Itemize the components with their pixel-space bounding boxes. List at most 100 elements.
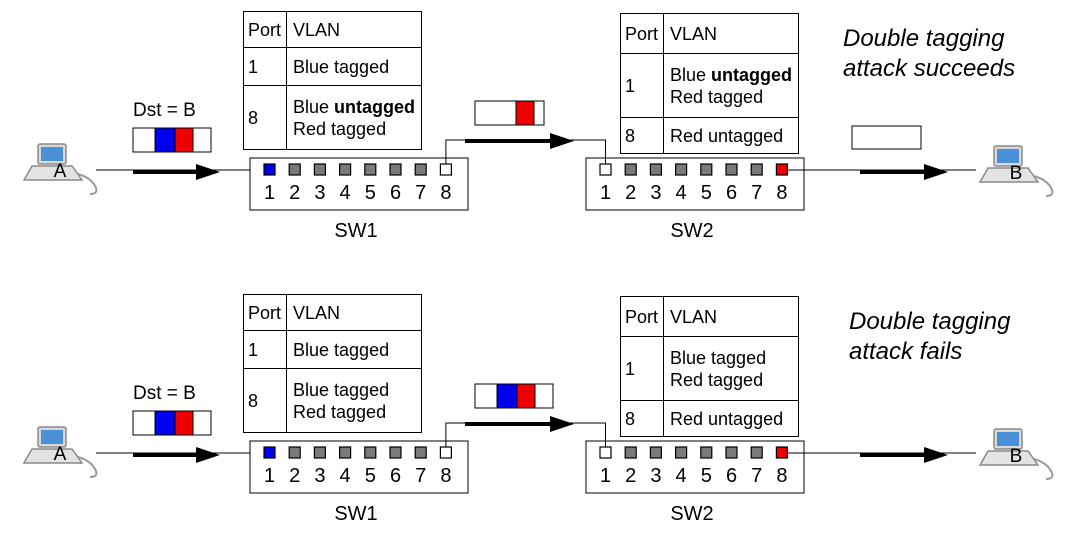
switch-port-7 (414, 446, 427, 459)
vlan-line-1: Blue untagged (670, 64, 792, 86)
switch-port-7 (750, 163, 763, 176)
host-label: B (1010, 163, 1023, 184)
port-number: 7 (751, 182, 762, 204)
switch-port-6 (389, 446, 402, 459)
laptop-cable (1033, 175, 1054, 197)
host-label: A (54, 161, 67, 182)
arrow-a-to-sw1-head (196, 164, 220, 180)
host-a-laptop: A (22, 143, 98, 195)
host-a-laptop: A (22, 426, 98, 478)
frame-cell-red (516, 383, 536, 409)
caption-line-1: Double tagging (843, 25, 1005, 52)
vlan-color: Blue (670, 347, 712, 368)
switch-chassis (585, 440, 805, 494)
laptop-screen (41, 147, 63, 161)
vlan-line-2: Red tagged (293, 118, 387, 139)
arrow-sw2-to-b-head (924, 447, 948, 463)
port-number: 7 (415, 465, 426, 487)
arrow-sw1-to-sw2-head (550, 416, 574, 432)
frame-trunk (474, 100, 545, 126)
frame-cell-white (534, 383, 554, 409)
vlan-mode: tagged (334, 56, 390, 77)
vlan-color: Blue (293, 56, 335, 77)
switch-port-3 (649, 446, 663, 459)
vlan-mode: untagged (334, 96, 416, 117)
row-vlan: Red untagged (662, 117, 800, 154)
switch-port-4 (674, 446, 688, 459)
switch-name: SW2 (670, 220, 713, 242)
switch-port-3 (649, 163, 663, 176)
header-vlan: VLAN (663, 296, 799, 337)
port-number: 8 (776, 182, 787, 204)
switch-port-7 (750, 446, 763, 459)
vlan-mode: tagged (334, 339, 390, 360)
switch-chassis (249, 157, 469, 211)
row-port: 1 (620, 336, 664, 401)
dst-label: Dst = B (133, 383, 196, 404)
port-number: 4 (676, 182, 687, 204)
vlan-color: Blue (293, 339, 335, 360)
vlan-color: Red (670, 125, 709, 146)
port-number: 7 (415, 182, 426, 204)
dst-label: Dst = B (133, 100, 196, 121)
host-label: B (1010, 446, 1023, 467)
caption-line-1: Double tagging (849, 308, 1011, 335)
port-number: 1 (264, 182, 275, 204)
switch-port-5 (364, 163, 377, 176)
port-number: 3 (650, 465, 661, 487)
switch-port-3 (313, 446, 326, 459)
switch-chassis (585, 157, 805, 211)
switch-port-4 (339, 446, 352, 459)
port-number: 8 (440, 465, 451, 487)
laptop-cable (1033, 458, 1054, 480)
host-b-laptop: B (978, 428, 1054, 480)
vlan-line-2: Red tagged (670, 369, 764, 390)
switch-port-6 (725, 446, 738, 459)
switch-name: SW1 (334, 503, 377, 525)
row-port: 8 (620, 117, 664, 154)
laptop-screen (997, 149, 1019, 163)
port-number: 2 (289, 465, 300, 487)
arrow-sw1-to-sw2-head (550, 133, 574, 149)
header-vlan: VLAN (662, 13, 800, 54)
switch-port-8 (775, 163, 789, 176)
caption-line-2: attack fails (849, 338, 963, 365)
laptop-keyboard (978, 167, 1040, 183)
laptop-keyboard (22, 448, 84, 464)
port-number: 2 (289, 182, 300, 204)
frame-cell-red (515, 100, 535, 126)
port-number: 6 (390, 465, 401, 487)
vlan-line-1: Blue tagged (293, 379, 415, 401)
frame-cell-blue (496, 383, 518, 409)
switch-port-3 (313, 163, 326, 176)
switch-port-1 (599, 446, 612, 459)
switch-port-5 (700, 446, 713, 459)
frame-cell-white (132, 410, 156, 436)
port-number: 5 (365, 465, 376, 487)
vlan-line-2: Red tagged (293, 401, 387, 422)
frame-cell-blue (154, 410, 176, 436)
vlan-line-1: Blue tagged (293, 339, 415, 361)
frame-cell-red (174, 127, 194, 153)
row-vlan: Blue tagged (286, 330, 422, 369)
wire-trunk (445, 139, 606, 164)
vlan-mode: untagged (708, 408, 784, 429)
switch-port-4 (674, 163, 688, 176)
vlan-color: Blue (293, 96, 335, 117)
row-port: 8 (620, 400, 664, 437)
laptop-cable (77, 173, 98, 195)
